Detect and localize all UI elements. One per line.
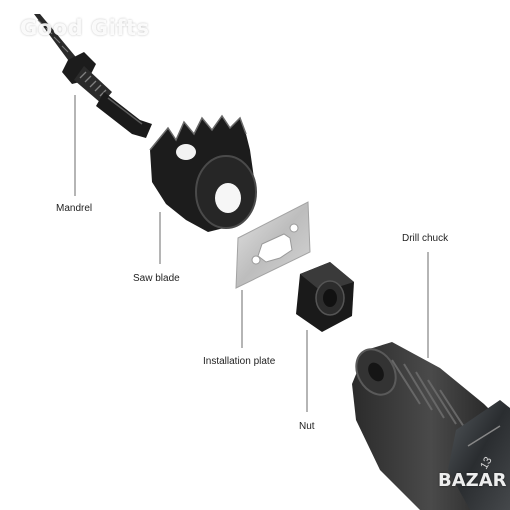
corner-logo: BAZAR: [438, 470, 507, 491]
label-saw-blade: Saw blade: [133, 273, 180, 284]
hex-nut: [296, 262, 354, 332]
watermark-logo: Good Gifts: [20, 16, 150, 40]
chuck-number: 13: [478, 455, 495, 472]
drill-chuck: 13: [352, 342, 510, 510]
mandrel: [34, 14, 152, 138]
leader-lines: [74, 95, 429, 412]
label-drill-chuck: Drill chuck: [402, 233, 449, 244]
label-nut: Nut: [299, 421, 315, 432]
installation-plate: [235, 201, 311, 289]
label-installation-plate: Installation plate: [203, 356, 276, 367]
label-mandrel: Mandrel: [56, 203, 93, 214]
saw-blade: [149, 114, 257, 232]
